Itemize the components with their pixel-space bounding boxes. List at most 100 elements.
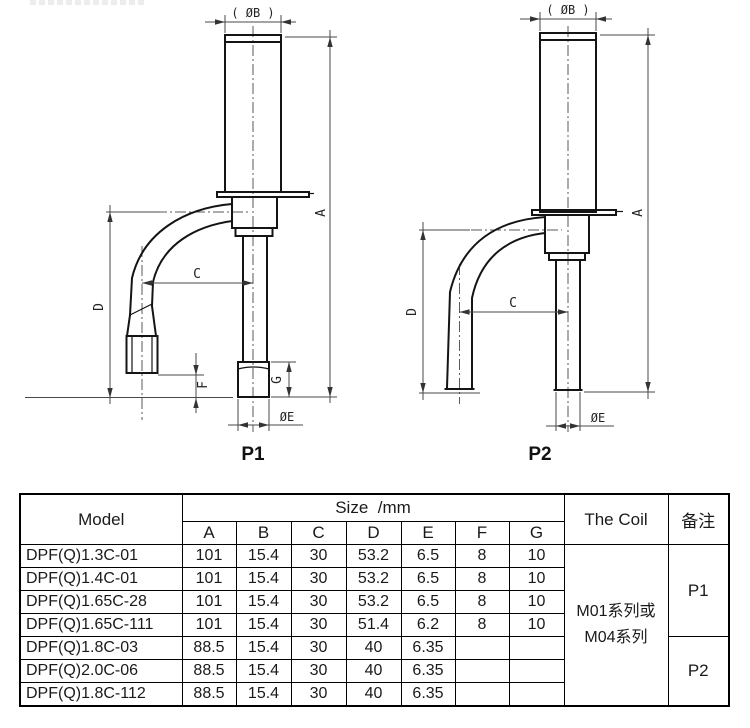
value-cell: 15.4 (235, 682, 292, 707)
p1-dim-label-d: D (92, 303, 107, 311)
header-col-g: G (508, 521, 565, 545)
model-cell: DPF(Q)1.8C-03 (19, 636, 183, 660)
model-cell: DPF(Q)2.0C-06 (19, 659, 183, 683)
value-cell: 15.4 (235, 590, 292, 614)
value-cell: 8 (454, 544, 510, 568)
p1-dim-a: A (273, 30, 337, 403)
p2-caption: P2 (528, 444, 551, 465)
p1-valve-body (125, 34, 314, 398)
header-size-mm: Size /mm (181, 493, 565, 522)
table-row: DPF(Q)1.4C-01 101 15.4 30 53.2 6.5 8 10 (19, 567, 729, 591)
model-cell: DPF(Q)1.8C-112 (19, 682, 183, 707)
header-model: Model (19, 493, 183, 545)
coil-cell: M01系列或 M04系列 (563, 544, 669, 707)
p1-dim-label-e: ØE (280, 410, 294, 424)
p1-drawing: ( ØB ) A D (25, 6, 337, 465)
value-cell: 30 (290, 567, 347, 591)
value-cell (508, 636, 565, 660)
p1-dim-label-g: G (270, 376, 285, 384)
header-remark: 备注 (667, 493, 730, 545)
value-cell: 88.5 (181, 682, 237, 707)
value-cell: 30 (290, 636, 347, 660)
cropped-text-artifact (30, 0, 145, 5)
model-cell: DPF(Q)1.65C-111 (19, 613, 183, 637)
value-cell: 8 (454, 613, 510, 637)
p2-valve-body (444, 32, 623, 391)
value-cell: 6.5 (400, 544, 456, 568)
header-col-b: B (235, 521, 292, 545)
p2-dim-label-d: D (405, 308, 420, 316)
value-cell (454, 659, 510, 683)
model-cell: DPF(Q)1.65C-28 (19, 590, 183, 614)
header-col-f: F (454, 521, 510, 545)
value-cell: 88.5 (181, 636, 237, 660)
value-cell (454, 682, 510, 707)
table-row: DPF(Q)1.3C-01 101 15.4 30 53.2 6.5 8 10 … (19, 544, 730, 707)
p2-dim-label-a: A (631, 209, 646, 217)
value-cell: 15.4 (235, 613, 292, 637)
value-cell (508, 682, 565, 707)
value-cell: 40 (345, 659, 402, 683)
value-cell: 40 (345, 636, 402, 660)
header-col-e: E (400, 521, 456, 545)
p2-drawing: ( ØB ) A D (405, 3, 655, 465)
value-cell: 8 (454, 567, 510, 591)
p2-dim-a: A (584, 28, 655, 399)
remark-cell-p1: P1 (667, 544, 730, 637)
p1-dim-label-a: A (314, 209, 329, 217)
table-row: DPF(Q)1.65C-111 101 15.4 30 51.4 6.2 8 1… (19, 613, 729, 637)
p2-centerlines (452, 26, 569, 432)
value-cell: 6.35 (400, 659, 456, 683)
value-cell: 51.4 (345, 613, 402, 637)
remark-cell-p2: P2 (667, 636, 730, 707)
coil-line-2: M04系列 (584, 629, 648, 646)
spec-table: Model Size /mm The Coil 备注 A B C D E F G (19, 493, 730, 707)
p2-dim-c: C (459, 296, 568, 315)
value-cell: 30 (290, 544, 347, 568)
p2-dim-d: D (405, 222, 480, 400)
value-cell: 6.5 (400, 590, 456, 614)
value-cell: 8 (454, 590, 510, 614)
value-cell: 6.5 (400, 567, 456, 591)
header-the-coil: The Coil (563, 493, 669, 545)
table-row: DPF(Q)1.8C-03 88.5 15.4 30 40 6.35 P2 (19, 636, 730, 707)
model-cell: DPF(Q)1.4C-01 (19, 567, 183, 591)
value-cell: 53.2 (345, 567, 402, 591)
value-cell: 88.5 (181, 659, 237, 683)
value-cell: 30 (290, 590, 347, 614)
value-cell: 6.35 (400, 682, 456, 707)
coil-line-1: M01系列或 (576, 603, 656, 620)
value-cell: 6.35 (400, 636, 456, 660)
header-col-d: D (345, 521, 402, 545)
p2-dim-e: ØE (546, 392, 614, 431)
table-row: DPF(Q)2.0C-06 88.5 15.4 30 40 6.35 (19, 659, 729, 683)
value-cell: 30 (290, 659, 347, 683)
technical-drawing: ( ØB ) A D (25, 3, 655, 465)
header-col-a: A (181, 521, 237, 545)
table-row: DPF(Q)1.65C-28 101 15.4 30 53.2 6.5 8 10 (19, 590, 729, 614)
value-cell: 15.4 (235, 544, 292, 568)
p1-dim-f: F (158, 353, 211, 413)
value-cell: 101 (181, 544, 237, 568)
p1-dim-label-b: ( ØB ) (231, 6, 274, 20)
value-cell: 101 (181, 567, 237, 591)
value-cell: 30 (290, 682, 347, 707)
p1-dim-e: ØE (228, 399, 303, 431)
model-cell: DPF(Q)1.3C-01 (19, 544, 183, 568)
value-cell: 53.2 (345, 590, 402, 614)
value-cell: 10 (508, 590, 565, 614)
value-cell: 10 (508, 613, 565, 637)
table-row: DPF(Q)1.8C-112 88.5 15.4 30 40 6.35 (19, 682, 729, 707)
value-cell: 15.4 (235, 567, 292, 591)
p1-dim-b: ( ØB ) (205, 6, 296, 33)
p2-dim-label-b: ( ØB ) (546, 3, 589, 17)
header-col-c: C (290, 521, 347, 545)
p1-dim-g: G (270, 361, 296, 398)
value-cell: 101 (181, 590, 237, 614)
value-cell: 53.2 (345, 544, 402, 568)
p1-dim-c: C (142, 267, 253, 286)
p2-dim-b: ( ØB ) (520, 3, 612, 31)
value-cell: 40 (345, 682, 402, 707)
p1-caption: P1 (241, 444, 265, 465)
